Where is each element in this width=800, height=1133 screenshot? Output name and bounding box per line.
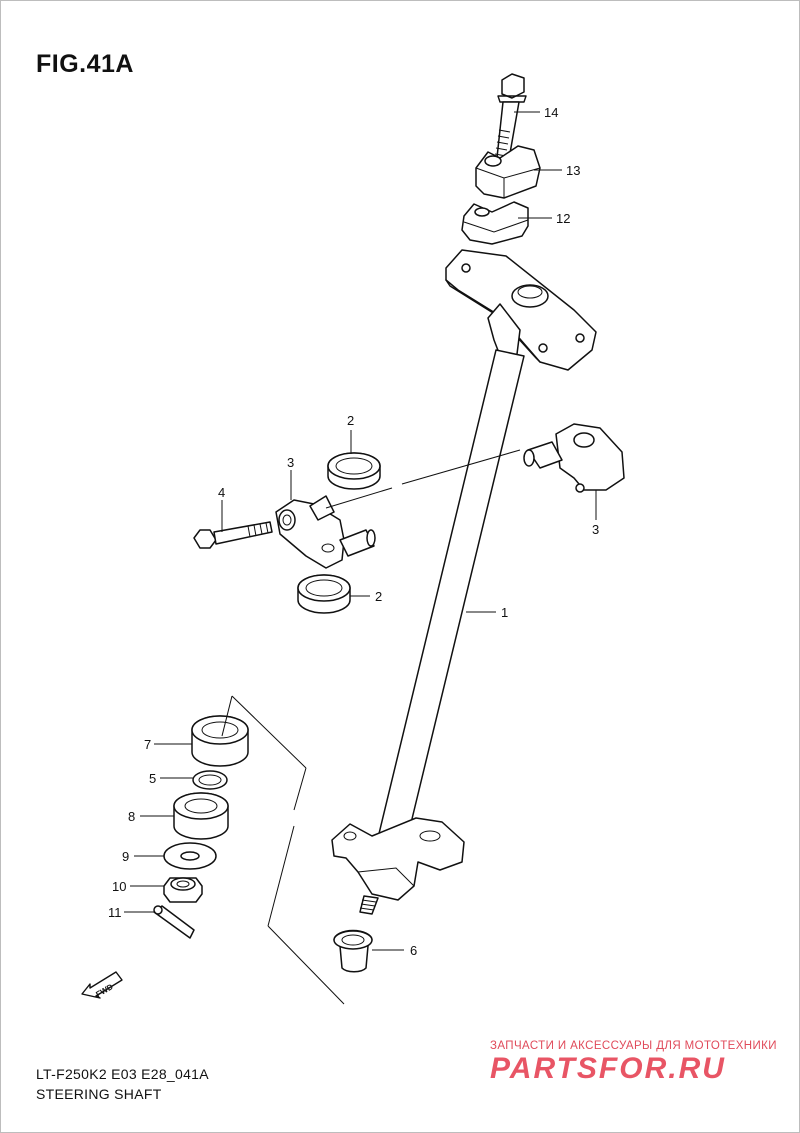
part-13-upper-clamp[interactable] bbox=[475, 145, 541, 199]
part-4-bolt[interactable] bbox=[193, 521, 273, 549]
watermark-tagline: ЗАПЧАСТИ И АКСЕССУАРЫ ДЛЯ МОТОТЕХНИКИ bbox=[490, 1040, 777, 1052]
part-2-bushing-upper[interactable] bbox=[327, 452, 381, 490]
callout-13: 13 bbox=[566, 163, 580, 178]
part-8-bearing[interactable] bbox=[173, 792, 229, 840]
part-3-holder-left[interactable] bbox=[275, 495, 376, 569]
fwd-arrow-icon: FWD bbox=[81, 971, 123, 999]
callout-1: 1 bbox=[501, 605, 508, 620]
figure-title: FIG.41A bbox=[36, 50, 134, 78]
part-10-nut[interactable] bbox=[163, 877, 203, 903]
part-9-washer[interactable] bbox=[163, 842, 217, 870]
part-6-bush[interactable] bbox=[333, 929, 373, 973]
callout-14: 14 bbox=[544, 105, 558, 120]
watermark-logo: PARTSFOR.RU bbox=[490, 1052, 726, 1085]
leader-lines bbox=[124, 111, 597, 951]
part-7-housing[interactable] bbox=[191, 715, 249, 767]
assembly-lines bbox=[221, 449, 521, 1005]
callout-11: 11 bbox=[108, 905, 122, 920]
callout-6: 6 bbox=[410, 943, 417, 958]
callout-labels: 14 13 12 2 3 4 3 2 1 7 5 8 9 10 11 6 bbox=[108, 105, 599, 958]
callout-2-upper: 2 bbox=[347, 413, 354, 428]
part-12-lower-clamp[interactable] bbox=[461, 201, 529, 245]
callout-8: 8 bbox=[128, 809, 135, 824]
part-3-holder-right[interactable] bbox=[523, 423, 625, 493]
diagram-name: STEERING SHAFT bbox=[36, 1086, 162, 1102]
callout-12: 12 bbox=[556, 211, 570, 226]
part-11-cotter-pin[interactable] bbox=[153, 905, 195, 939]
part-5-o-ring[interactable] bbox=[192, 770, 228, 790]
callout-2-lower: 2 bbox=[375, 589, 382, 604]
model-code: LT-F250K2 E03 E28_041A bbox=[36, 1066, 209, 1082]
callout-3-right: 3 bbox=[592, 522, 599, 537]
callout-4: 4 bbox=[218, 485, 225, 500]
part-2-bushing-lower[interactable] bbox=[297, 574, 351, 614]
callout-7: 7 bbox=[144, 737, 151, 752]
callout-3-left: 3 bbox=[287, 455, 294, 470]
part-1-steering-shaft[interactable] bbox=[331, 249, 597, 915]
callout-5: 5 bbox=[149, 771, 156, 786]
callout-9: 9 bbox=[122, 849, 129, 864]
callout-10: 10 bbox=[112, 879, 126, 894]
